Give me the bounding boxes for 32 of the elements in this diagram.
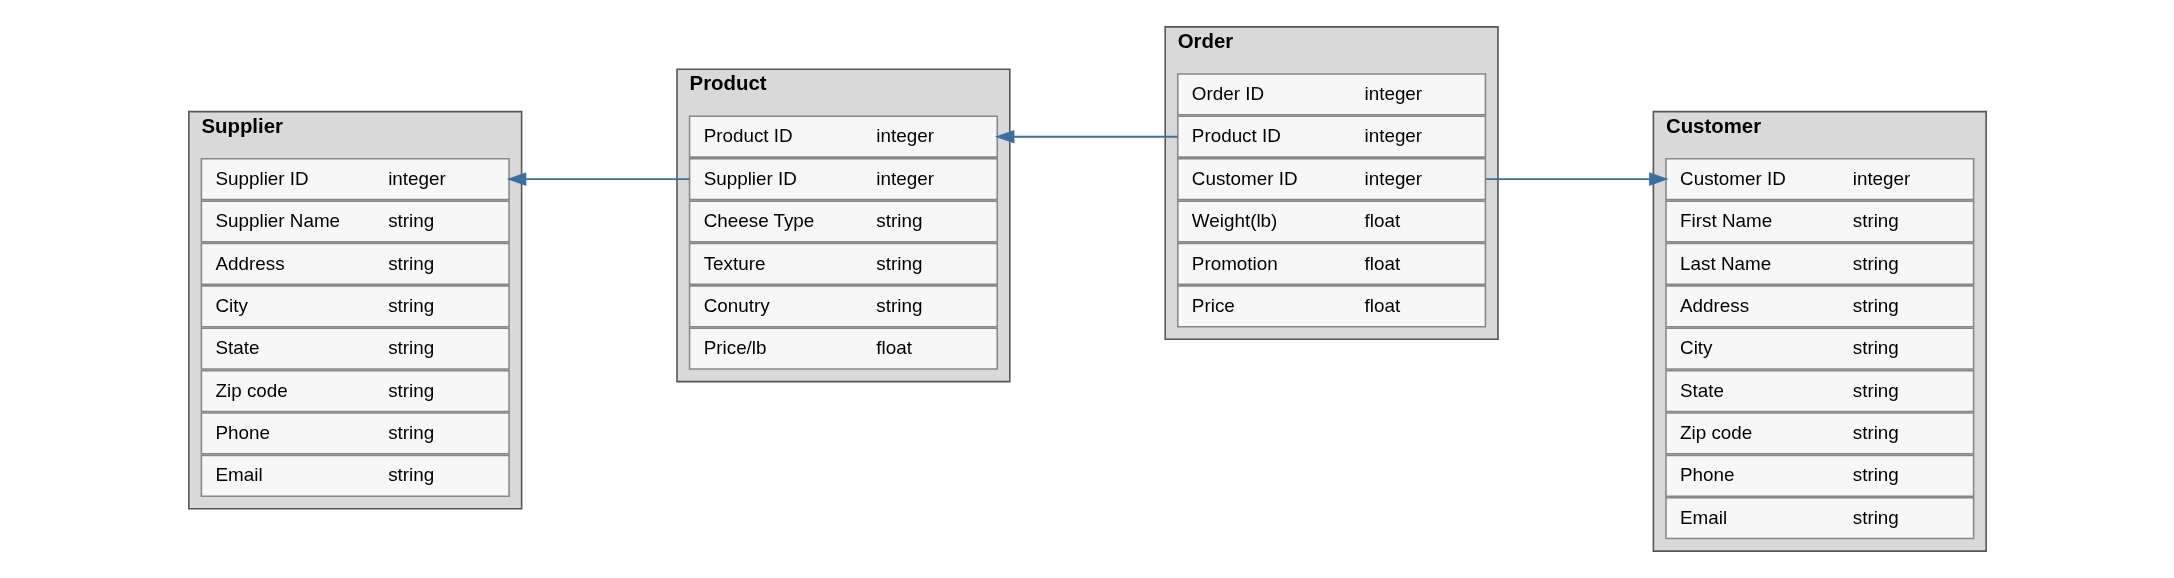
node-box: Product ID integer: [688, 115, 998, 158]
node-box: Address string: [1664, 285, 1974, 328]
node-box: Supplier ID integer: [200, 157, 510, 201]
node-box: Phone string: [1664, 454, 1974, 497]
node-box: Last Name string: [1664, 242, 1974, 286]
node-box: Phone string: [200, 412, 510, 455]
node-box: Price float: [1176, 285, 1486, 328]
node-box: Email string: [1664, 497, 1974, 540]
node-box: Promotion float: [1176, 242, 1486, 286]
node-box: City string: [200, 285, 510, 328]
node-box: Supplier Name string: [200, 200, 510, 243]
node-box: Customer ID integer: [1176, 157, 1486, 201]
node-box: Zip code string: [1664, 412, 1974, 455]
node-box: State string: [200, 327, 510, 370]
node-box: Price/lb float: [688, 327, 998, 370]
arrow: [994, 129, 1178, 144]
node-box: Cheese Type string: [688, 200, 998, 243]
node-box: Conutry string: [688, 285, 998, 328]
node-box: Texture string: [688, 242, 998, 286]
arrow: [1484, 172, 1669, 186]
node-box: Product ID integer: [1176, 115, 1486, 158]
node-box: First Name string: [1664, 200, 1974, 243]
node-box: Email string: [200, 454, 510, 497]
node-box: Supplier ID integer: [688, 157, 998, 201]
node-box: Zip code string: [200, 369, 510, 413]
node-box: City string: [1664, 327, 1974, 370]
node-box: State string: [1664, 369, 1974, 413]
node-box: Order ID integer: [1176, 73, 1486, 116]
node-box: Weight(lb) float: [1176, 200, 1486, 243]
node-box: Address string: [200, 242, 510, 286]
arrow: [506, 172, 690, 186]
node-box: Customer ID integer: [1664, 157, 1974, 201]
